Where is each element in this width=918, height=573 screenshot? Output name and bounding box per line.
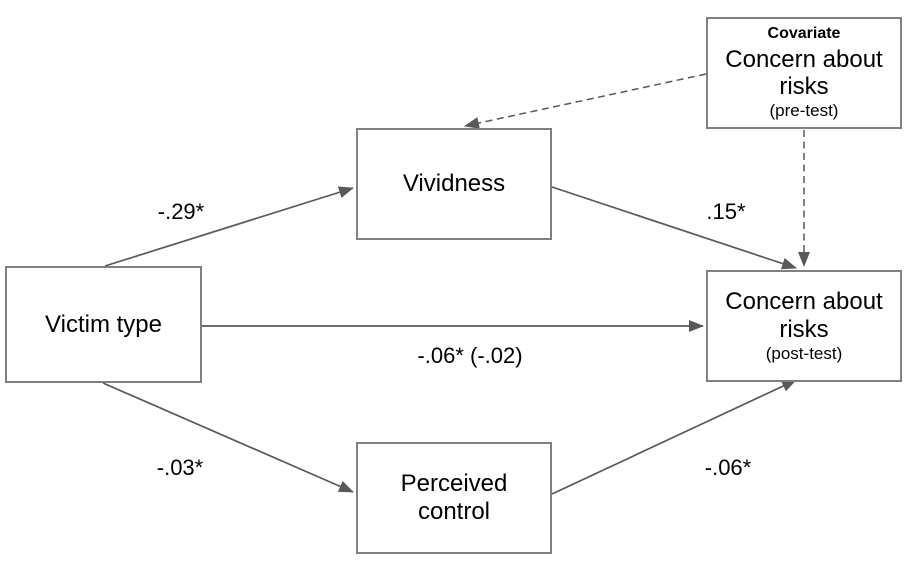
edge-label-victim-vividness: -.29* [157,199,205,224]
edge-label-victim-perceived: -.03* [156,455,204,480]
edge-label-vividness-posttest: .15* [706,199,746,224]
node-covariate-label: Concern about risks [725,45,883,101]
edge-victim-to-vividness-line [104,186,354,267]
node-perceived-control-label: Perceived control [400,470,508,525]
node-concern-posttest: Concern about risks (post-test) [706,270,902,382]
edge-label-victim-posttest: -.06* (-.02) [417,343,523,368]
node-covariate-pretest: Covariate Concern about risks (pre-test) [706,17,902,129]
node-concern-posttest-sublabel: (post-test) [765,343,843,363]
node-vividness-label: Vividness [402,170,506,198]
node-victim-type: Victim type [5,266,202,383]
edge-vividness-to-posttest-line [551,186,797,270]
node-covariate-heading: Covariate [767,25,841,43]
edge-perceived-to-posttest-line [551,379,797,495]
edge-label-perceived-posttest: -.06* [704,455,752,480]
node-perceived-control: Perceived control [356,442,552,554]
node-victim-type-label: Victim type [45,310,162,338]
edge-covariate-to-vividness-dashed-line [464,73,707,129]
node-concern-posttest-label: Concern about risks [725,287,883,343]
node-covariate-sublabel: (pre-test) [769,101,839,121]
edge-victim-to-perceived-line [102,382,354,493]
node-vividness: Vividness [356,128,552,240]
